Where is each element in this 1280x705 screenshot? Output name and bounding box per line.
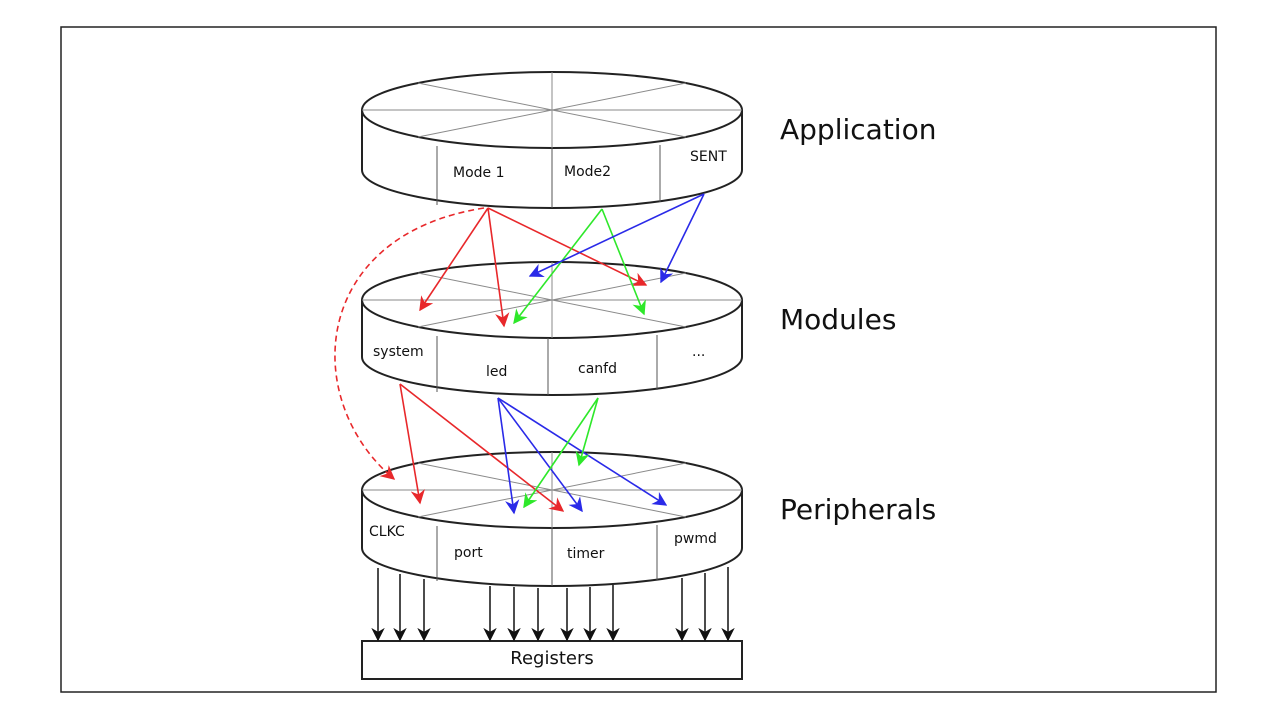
registers-label: Registers [510, 648, 594, 669]
register-access-arrows [371, 567, 735, 642]
blue-arrow [528, 193, 705, 277]
blue-arrow [497, 397, 583, 513]
modules-disk [361, 261, 743, 396]
green-arrow [523, 397, 599, 509]
green-arrows-application [513, 208, 646, 325]
peripherals-disk [361, 451, 743, 587]
outer-frame [60, 26, 1217, 693]
green-arrows-modules [523, 397, 599, 509]
layer-label-application: Application [780, 113, 936, 146]
red-dashed-arrow [334, 207, 485, 480]
green-arrow [513, 208, 603, 325]
green-arrow [601, 208, 646, 316]
segment-label-system: system [373, 344, 424, 360]
blue-arrows-application [528, 193, 705, 284]
red-arrow [487, 207, 648, 286]
registers-box [361, 640, 743, 680]
segment-label-mode2: Mode2 [564, 164, 611, 180]
red-arrow [399, 383, 425, 505]
red-arrow [419, 207, 489, 312]
red-arrows-application [334, 207, 648, 480]
segment-label-timer: timer [567, 546, 605, 562]
green-arrow [575, 397, 599, 467]
segment-label-mode-1: Mode 1 [453, 165, 505, 181]
segment-label-sent: SENT [690, 149, 727, 165]
segment-label-canfd: canfd [578, 361, 617, 377]
segment-label-led: led [486, 364, 507, 380]
segment-label-pwmd: pwmd [674, 531, 717, 547]
application-disk [361, 71, 743, 209]
segment-label-port: port [454, 545, 483, 561]
segment-label-more: ... [692, 344, 705, 360]
segment-label-clkc: CLKC [369, 524, 405, 540]
blue-arrow [497, 397, 520, 515]
blue-arrow [660, 193, 705, 284]
red-arrow [487, 207, 510, 328]
layer-label-peripherals: Peripherals [780, 493, 936, 526]
layer-label-modules: Modules [780, 303, 896, 336]
